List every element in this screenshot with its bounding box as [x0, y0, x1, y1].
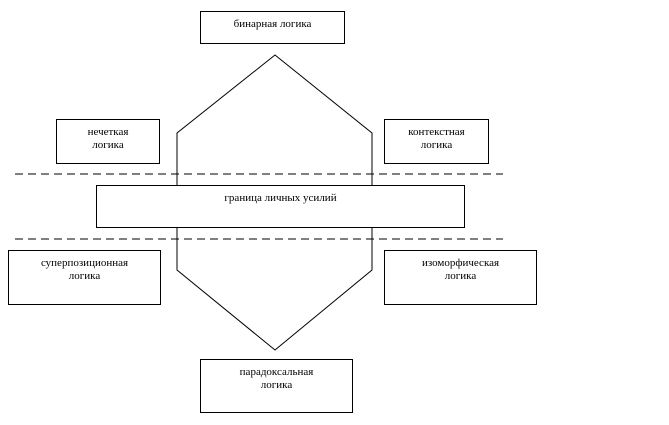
node-context-logic-label: контекстная логика: [408, 126, 465, 151]
node-binary-logic: бинарная логика: [200, 11, 345, 44]
upper-hexagon-outline: [176, 54, 373, 185]
node-binary-logic-label: бинарная логика: [233, 18, 312, 30]
node-fuzzy-logic: нечеткая логика: [56, 119, 160, 164]
lower-hexagon-outline: [176, 228, 373, 351]
node-isomorphic-logic-label: изоморфическая логика: [421, 257, 500, 282]
node-personal-effort-boundary-label: граница личных усилий: [224, 192, 337, 204]
node-context-logic: контекстная логика: [384, 119, 489, 164]
node-superposition-logic: суперпозиционная логика: [8, 250, 161, 305]
node-paradoxical-logic-label: парадоксальная логика: [239, 366, 314, 391]
node-fuzzy-logic-label: нечеткая логика: [87, 126, 129, 151]
node-paradoxical-logic: парадоксальная логика: [200, 359, 353, 413]
node-isomorphic-logic: изоморфическая логика: [384, 250, 537, 305]
node-personal-effort-boundary: граница личных усилий: [96, 185, 465, 228]
node-superposition-logic-label: суперпозиционная логика: [40, 257, 129, 282]
